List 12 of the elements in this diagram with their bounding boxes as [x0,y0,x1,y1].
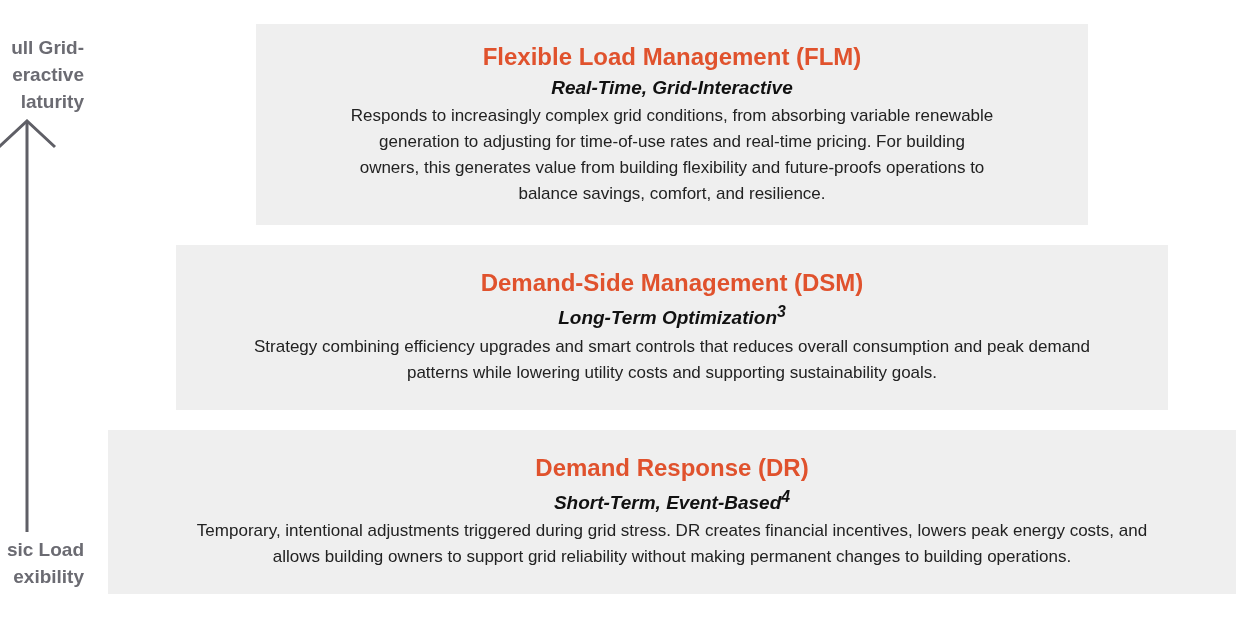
arrow [0,119,57,532]
tier-title: Flexible Load Management (FLM) [482,42,862,71]
tier-title: Demand-Side Management (DSM) [480,269,864,298]
tier-description: Temporary, intentional adjustments triggered during grid stress. DR creates financial incentives, lowers peak energy costs, and allows building owners to support grid reliability without making permanent changes to building operations. [195,520,1149,569]
tier-subtitle: Real-Time, Grid-Interactive [551,76,793,99]
axis-label: sic Load exibility [0,536,84,590]
tier-description: Strategy combining efficiency upgrades and smart controls that reduces overall consumption and peak demand patterns while lowering utility costs and supporting sustainability goals. [253,335,1091,384]
axis-label: ull Grid- eractive laturity [0,34,84,115]
tier-subtitle: Long-Term Optimization$^{3}$ [558,303,786,330]
tier-title: Demand Response (DR) [535,453,809,482]
tier-subtitle: Short-Term, Event-Based$^{4}$ [553,487,791,515]
tier-description: Responds to increasingly complex grid conditions, from absorbing variable renewable generation to adjusting for time-of-use rates and real-time pricing. For building owners, this generates value from building flexibility and future-proofs operations to balance savings, comfort, and resilience. [349,104,995,205]
